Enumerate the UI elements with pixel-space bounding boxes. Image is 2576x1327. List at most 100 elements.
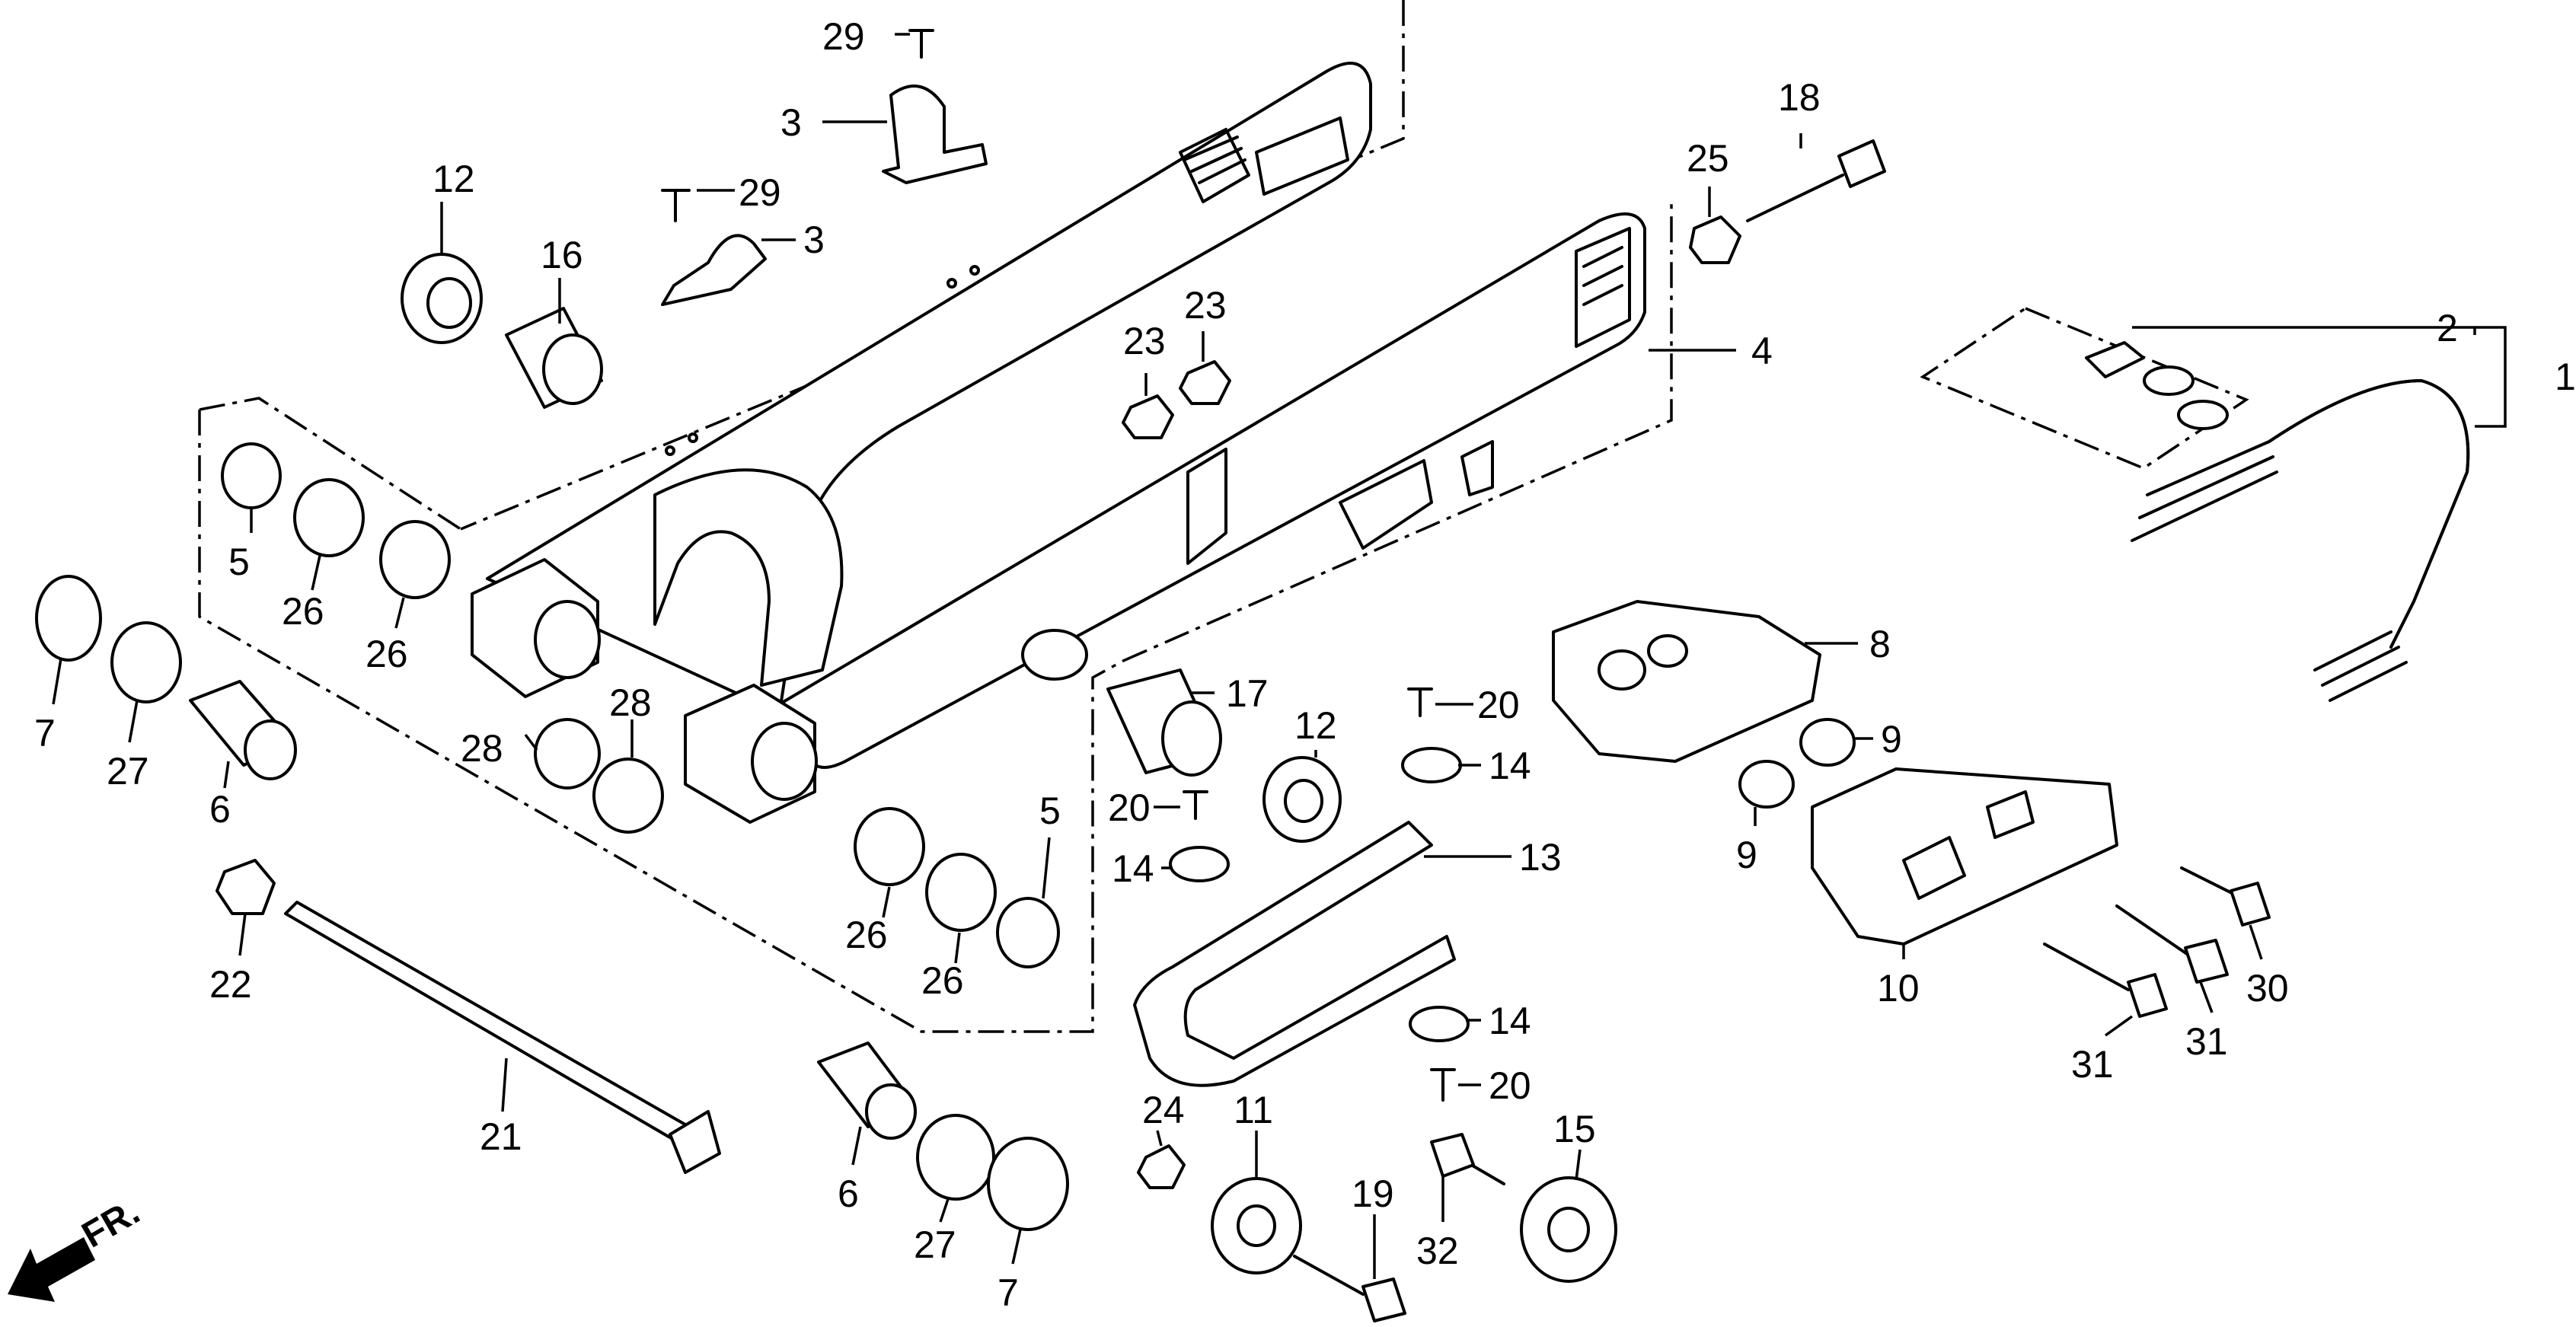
stud-32-head (1430, 1133, 1475, 1178)
bearing-12-top-bore (426, 277, 472, 329)
bolt-31a-shank (2043, 943, 2130, 991)
pivot-shaft-head (669, 1110, 721, 1174)
callout-31: 31 (2185, 1020, 2228, 1063)
leader-28a (524, 733, 538, 751)
leader-15 (1575, 1149, 1582, 1181)
pivot-bore-left (534, 600, 601, 679)
master-link-clip (2085, 341, 2145, 378)
callout-8: 8 (1869, 623, 1891, 665)
clamp-3-upper (882, 85, 988, 184)
callout-20: 20 (1108, 786, 1151, 829)
callout-29: 29 (739, 171, 781, 214)
leader-31b (2199, 981, 2214, 1013)
callout-1: 1 (2555, 356, 2576, 398)
callout-14: 14 (1489, 1000, 1531, 1042)
callout-20: 20 (1489, 1064, 1531, 1107)
bolt-18-shank (1746, 174, 1844, 222)
pivot-bore-right (751, 722, 818, 801)
leader-7b (1011, 1229, 1022, 1265)
nut-23b (1179, 360, 1231, 405)
callout-26: 26 (282, 590, 324, 633)
callout-27: 27 (914, 1223, 956, 1266)
bolt-31a-head (2127, 973, 2168, 1018)
callout-17: 17 (1226, 672, 1269, 715)
chain-slider-body (1133, 821, 1456, 1087)
chain-slider-8-hole (1647, 634, 1688, 668)
callout-15: 15 (1553, 1108, 1596, 1150)
leader-2 (2132, 326, 2476, 335)
leader-21 (501, 1057, 508, 1112)
swingarm-crossmember (653, 468, 844, 687)
callout-3: 3 (780, 101, 802, 144)
pivot-shaft-rod (284, 901, 691, 1144)
leader-6b (851, 1126, 862, 1166)
outline-swingarm-left (198, 410, 1124, 1033)
callout-23: 23 (1184, 284, 1227, 327)
swingarm-bracket (1186, 448, 1227, 565)
outline-chain-case (1122, 204, 1673, 662)
leader-5b (1042, 837, 1051, 899)
callout-2: 2 (2437, 307, 2458, 349)
front-direction-indicator: FR. (8, 1191, 146, 1302)
callout-18: 18 (1778, 76, 1821, 119)
collar-17-end (1161, 700, 1222, 777)
drive-chain (2085, 341, 2470, 702)
leader-26a (311, 555, 321, 591)
leader-27b (939, 1198, 950, 1223)
screw-20c (1430, 1068, 1456, 1102)
swingarm-rivet (946, 278, 957, 289)
chain-guide-window (1986, 790, 2035, 839)
callout-labels: 29 3 29 3 4 2 1 18 25 23 23 12 16 5 26 2… (34, 15, 2576, 1314)
grommet-14c (1409, 1006, 1470, 1042)
chain-run-lower (2313, 630, 2408, 702)
callout-7: 7 (34, 712, 56, 754)
collar-6-left-end (244, 719, 297, 780)
leader-30 (2249, 924, 2263, 960)
swingarm-hole (1021, 629, 1088, 681)
callout-3: 3 (803, 219, 825, 261)
bearing-27-right (916, 1114, 995, 1201)
leader-31a (2104, 1015, 2134, 1037)
callout-5: 5 (228, 541, 250, 583)
collar-6-right-end (865, 1083, 917, 1140)
nut-25 (1689, 215, 1741, 264)
callout-28: 28 (609, 681, 652, 724)
leader-26b (394, 597, 405, 629)
screw-29-lower (661, 189, 691, 222)
swingarm-guide-mount (1339, 459, 1433, 550)
chain-links-outer (2268, 379, 2470, 649)
callout-19: 19 (1352, 1172, 1394, 1215)
roller-15-hub (1547, 1207, 1590, 1252)
outline-swingarm-corner (199, 397, 461, 531)
callout-26: 26 (845, 914, 888, 956)
callout-22: 22 (209, 963, 252, 1006)
callout-32: 32 (1416, 1230, 1459, 1272)
clamp-3-lower (661, 234, 767, 306)
chain-master-link (2085, 341, 2229, 430)
grommet-14a (1401, 747, 1462, 783)
chain-slider-13 (1133, 821, 1456, 1087)
nut-23a (1122, 394, 1174, 439)
leader-24 (1156, 1130, 1163, 1147)
screw-20b (1183, 790, 1208, 820)
callout-6: 6 (209, 788, 231, 831)
callout-9: 9 (1881, 718, 1902, 761)
arrow-icon (8, 1237, 95, 1302)
swingarm-body (471, 62, 1646, 824)
roller-11-hub (1237, 1204, 1276, 1247)
callout-21: 21 (480, 1115, 522, 1158)
bolt-30-shank (2180, 866, 2236, 896)
callout-7: 7 (998, 1271, 1019, 1314)
nut-24 (1137, 1144, 1186, 1189)
screw-20a (1407, 687, 1433, 717)
callout-5: 5 (1039, 790, 1061, 832)
master-link-plate (2143, 365, 2195, 396)
grommet-14b (1169, 846, 1230, 882)
callout-24: 24 (1142, 1089, 1185, 1131)
pivot-shaft-21 (284, 901, 721, 1174)
seal-28a (534, 718, 601, 790)
callout-14: 14 (1112, 847, 1154, 890)
callout-31: 31 (2071, 1043, 2114, 1086)
